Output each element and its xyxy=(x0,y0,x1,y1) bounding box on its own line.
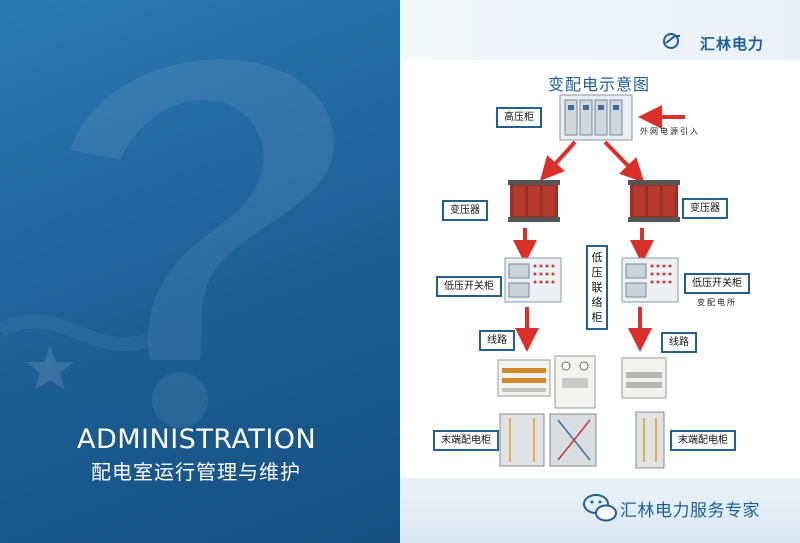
label-line-right: 线路 xyxy=(661,332,697,353)
label-line-left: 线路 xyxy=(479,330,515,351)
diagram-title: 变配电示意图 xyxy=(548,75,651,94)
label-terminal-left: 末端配电柜 xyxy=(433,430,499,451)
wechat-icon xyxy=(583,494,617,522)
label-transformer-left: 变压器 xyxy=(442,200,488,221)
logo-icon xyxy=(663,33,680,49)
label-external-power: 外网电源引入 xyxy=(640,127,700,136)
label-transformer-right: 变压器 xyxy=(682,198,728,219)
header-band xyxy=(400,0,800,60)
diagram-panel: 汇林电力 变配电示意图 xyxy=(400,0,800,543)
label-terminal-right: 末端配电柜 xyxy=(670,430,736,451)
cover-heading-cn: 配电室运行管理与维护 xyxy=(91,460,301,484)
label-lv-switch-right: 低压开关柜 xyxy=(684,273,750,294)
brand-name: 汇林电力 xyxy=(699,35,764,53)
lv-switch-right-image xyxy=(621,257,679,303)
question-mark-decoration xyxy=(0,0,400,543)
label-lv-tie: 低压联络柜 xyxy=(586,245,608,330)
wechat-icon-layer xyxy=(583,494,617,522)
diagram-graphics xyxy=(497,94,685,469)
cover-heading-en: ADMINISTRATION xyxy=(77,424,317,455)
lv-switch-left-image xyxy=(504,257,562,303)
transformer-left-image xyxy=(508,180,560,222)
label-lv-switch-left: 低压开关柜 xyxy=(436,276,502,297)
terminal-cabinet-images xyxy=(499,411,665,469)
distribution-box-images xyxy=(497,355,667,409)
transformer-right-image xyxy=(628,180,680,222)
label-substation: 变配电所 xyxy=(697,298,737,307)
cover-panel: ADMINISTRATION 配电室运行管理与维护 xyxy=(0,0,400,543)
label-hv-cabinet: 高压柜 xyxy=(496,107,542,128)
hv-cabinet-image xyxy=(559,94,633,141)
watermark-text: 汇林电力服务专家 xyxy=(620,501,760,521)
flow-arrows xyxy=(513,105,685,352)
